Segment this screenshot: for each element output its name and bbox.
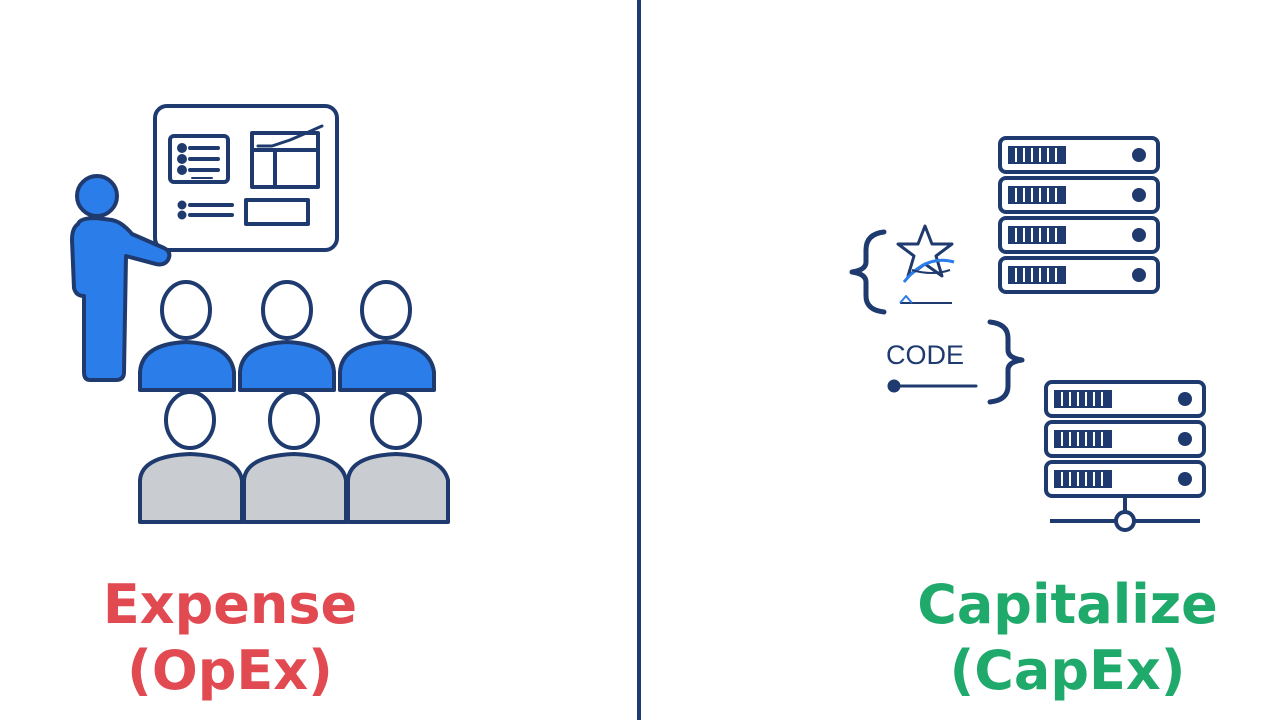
center-divider bbox=[637, 0, 641, 720]
expense-label: Expense (OpEx) bbox=[80, 572, 380, 704]
capitalize-subtitle: (CapEx) bbox=[949, 639, 1186, 702]
code-label: CODE bbox=[886, 340, 964, 370]
code-brace-icon bbox=[849, 229, 1025, 405]
capitalize-label: Capitalize (CapEx) bbox=[900, 572, 1235, 704]
presenter-person-icon bbox=[70, 174, 172, 382]
star-logo-icon bbox=[896, 224, 955, 304]
expense-subtitle: (OpEx) bbox=[127, 639, 333, 702]
expense-title: Expense bbox=[102, 573, 358, 636]
presentation-board-icon bbox=[153, 104, 339, 252]
audience-front-row bbox=[138, 280, 436, 392]
code-underline bbox=[887, 379, 978, 393]
server-stack-bottom-icon bbox=[1044, 380, 1206, 532]
server-stack-top-icon bbox=[998, 136, 1160, 294]
capitalize-title: Capitalize bbox=[917, 573, 1218, 636]
audience-back-row bbox=[138, 390, 450, 524]
